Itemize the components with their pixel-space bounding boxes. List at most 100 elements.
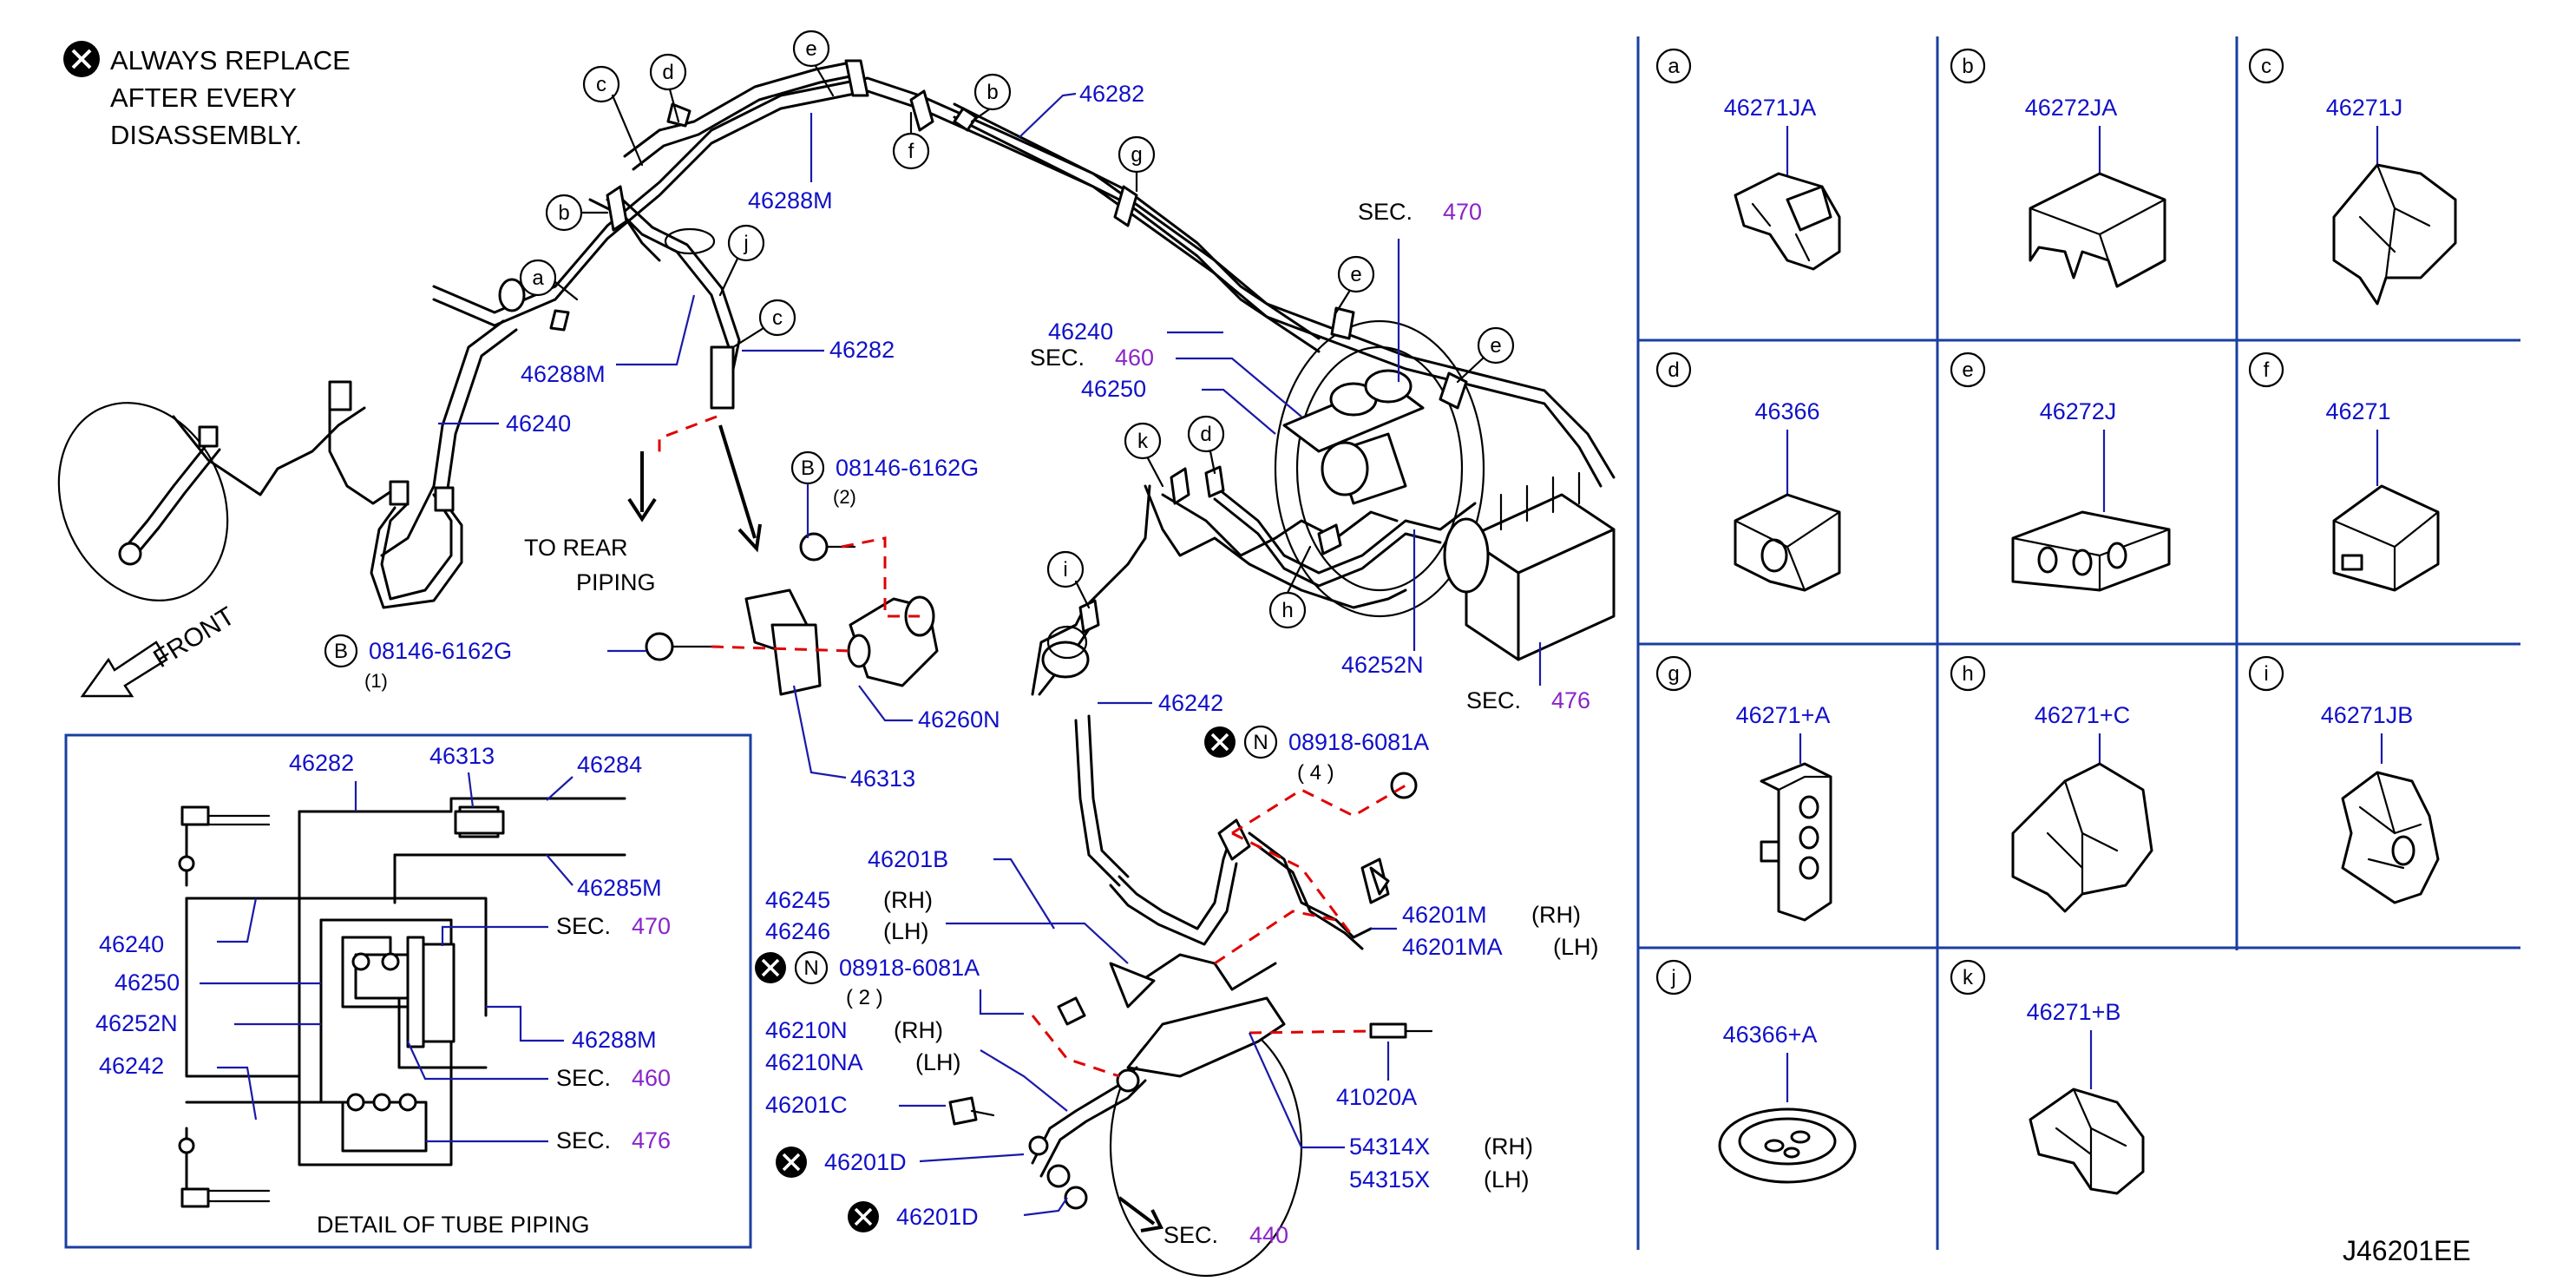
bolt-b-badge-2: B xyxy=(801,457,815,480)
detail-label-46282: 46282 xyxy=(289,750,354,776)
label-46288M-top: 46288M xyxy=(748,187,833,214)
clip-cell-f: f 46271 xyxy=(2248,352,2440,592)
clip-c-part: 46271J xyxy=(2326,95,2403,121)
clip-k-part: 46271+B xyxy=(2027,999,2121,1025)
label-46240-left: 46240 xyxy=(506,411,571,437)
sec-476-main-prefix: SEC. xyxy=(1466,687,1521,713)
label-54315X-lh: (LH) xyxy=(1484,1166,1530,1193)
clip-cells: a 46271JA b 46272JA c 46271J d 46366 xyxy=(1655,48,2457,1195)
sec-476-main: 476 xyxy=(1551,687,1590,713)
detail-sec-476-prefix: SEC. xyxy=(556,1127,611,1153)
clip-cell-g: g 46271+A xyxy=(1655,655,1832,922)
sec-440: 440 xyxy=(1249,1222,1288,1248)
diagram-id: J46201EE xyxy=(2343,1235,2471,1266)
callout-f-1: f xyxy=(908,140,914,163)
sec-460-main: 460 xyxy=(1115,345,1154,371)
label-46201M: 46201M xyxy=(1402,902,1487,928)
clip-d-letter: d xyxy=(1668,358,1679,382)
callout-e-2: e xyxy=(1350,263,1361,286)
warning-line2: AFTER EVERY xyxy=(110,82,297,113)
clip-a-part: 46271JA xyxy=(1724,95,1817,121)
label-46242-main: 46242 xyxy=(1158,690,1223,716)
callout-e-1: e xyxy=(805,37,816,61)
sec-470-main-prefix: SEC. xyxy=(1358,199,1413,225)
clip-h-part: 46271+C xyxy=(2035,702,2130,728)
label-54314X-rh: (RH) xyxy=(1484,1134,1533,1160)
label-08918-2: 08918-6081A xyxy=(839,955,980,981)
qty-2: (2) xyxy=(833,486,856,508)
detail-caption: DETAIL OF TUBE PIPING xyxy=(317,1212,590,1238)
label-41020A: 41020A xyxy=(1336,1084,1417,1110)
label-46201B: 46201B xyxy=(868,846,948,872)
label-08918-1: 08918-6081A xyxy=(1288,729,1429,755)
detail-label-46288M: 46288M xyxy=(572,1027,657,1053)
label-46201D-2: 46201D xyxy=(896,1204,979,1230)
label-08146-1: 08146-6162G xyxy=(369,638,512,664)
callout-h-1: h xyxy=(1281,599,1293,622)
label-46245: 46245 xyxy=(765,887,830,913)
clip-h-letter: h xyxy=(1962,662,1973,686)
callout-d-2: d xyxy=(1200,423,1211,446)
clip-a-letter: a xyxy=(1668,55,1680,78)
clip-cell-k: k 46271+B xyxy=(1950,959,2145,1195)
label-46201MA: 46201MA xyxy=(1402,934,1503,960)
label-46250-main: 46250 xyxy=(1081,376,1146,402)
clip-g-part: 46271+A xyxy=(1736,702,1831,728)
label-46288M-mid: 46288M xyxy=(521,361,606,387)
front-label: FRONT xyxy=(148,601,239,674)
clip-g-letter: g xyxy=(1668,662,1679,686)
label-46282-top: 46282 xyxy=(1079,81,1144,107)
clip-i-letter: i xyxy=(2264,662,2268,686)
clip-grid xyxy=(1636,36,2520,1250)
detail-sec-460: 460 xyxy=(632,1065,671,1091)
callout-b-1: b xyxy=(986,81,998,104)
detail-sec-470-prefix: SEC. xyxy=(556,913,611,939)
detail-label-46284: 46284 xyxy=(577,752,642,778)
label-46260N: 46260N xyxy=(918,706,1000,733)
callout-c-1: c xyxy=(596,73,606,96)
clip-k-letter: k xyxy=(1963,966,1974,989)
sec-440-prefix: SEC. xyxy=(1163,1222,1218,1248)
clip-cell-h: h 46271+C xyxy=(1950,655,2153,913)
detail-label-46240: 46240 xyxy=(99,931,164,957)
callout-a-1: a xyxy=(532,266,544,290)
detail-label-46252N: 46252N xyxy=(95,1010,178,1036)
label-46210NA-lh: (LH) xyxy=(915,1049,961,1075)
detail-label-46285M: 46285M xyxy=(577,875,662,901)
callout-i-1: i xyxy=(1063,558,1067,582)
detail-label-46242: 46242 xyxy=(99,1053,164,1079)
part-labels: 46282 46288M 46288M 46282 46240 B 08146-… xyxy=(324,81,1599,1248)
qty-4: ( 4 ) xyxy=(1297,761,1334,785)
label-46201MA-lh: (LH) xyxy=(1553,934,1599,960)
warning-line1: ALWAYS REPLACE xyxy=(110,45,351,76)
clip-cell-b: b 46272JA xyxy=(1950,48,2166,288)
callout-d-1: d xyxy=(662,61,673,84)
label-54315X: 54315X xyxy=(1349,1166,1430,1193)
qty-1: (1) xyxy=(364,670,388,692)
label-46246-lh: (LH) xyxy=(883,918,929,944)
clip-e-letter: e xyxy=(1962,358,1973,382)
clip-d-part: 46366 xyxy=(1754,398,1819,424)
label-46313-main: 46313 xyxy=(850,766,915,792)
sec-460-main-prefix: SEC. xyxy=(1030,345,1085,371)
label-46240-right: 46240 xyxy=(1048,319,1113,345)
clip-c-letter: c xyxy=(2261,55,2271,78)
nut-n-badge-2: N xyxy=(803,956,818,980)
label-46282-mid: 46282 xyxy=(829,337,895,363)
warning-note: ALWAYS REPLACE AFTER EVERY DISASSEMBLY. xyxy=(63,41,351,150)
callout-k-1: k xyxy=(1137,430,1149,453)
clip-e-part: 46272J xyxy=(2040,398,2117,424)
clip-cell-d: d 46366 xyxy=(1655,352,1841,592)
callout-j-1: j xyxy=(743,232,748,255)
clip-f-part: 46271 xyxy=(2325,398,2390,424)
detail-sec-470: 470 xyxy=(632,913,671,939)
label-08146-2: 08146-6162G xyxy=(836,455,979,481)
detail-sec-476: 476 xyxy=(632,1127,671,1153)
label-46201C: 46201C xyxy=(765,1092,848,1118)
front-arrow-icon xyxy=(80,641,168,698)
to-rear-line1: TO REAR xyxy=(524,535,628,561)
callout-markers: c d e b f g b j a c e e k d i h xyxy=(519,30,1515,629)
label-46201D-1: 46201D xyxy=(824,1149,907,1175)
front-direction: FRONT xyxy=(80,601,239,698)
bolt-b-badge-1: B xyxy=(334,640,348,663)
